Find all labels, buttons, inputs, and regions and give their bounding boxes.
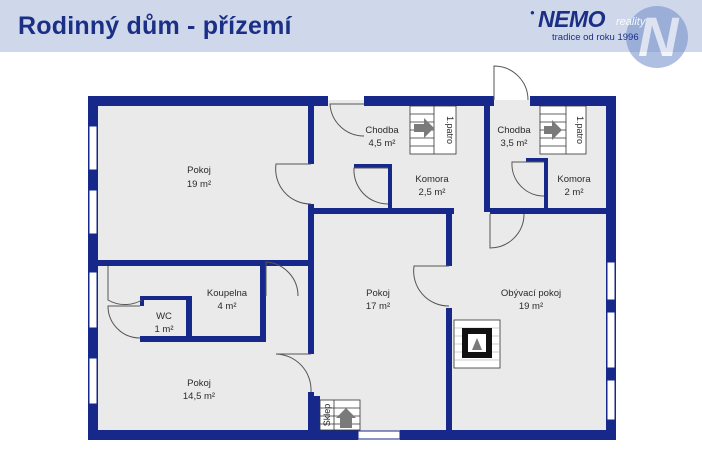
room-area-chodba-45: 4,5 m² [369,138,396,149]
logo-dot-icon: ● [530,8,535,17]
stairs-arrow-icon [544,120,562,140]
room-area-chodba-35: 3,5 m² [501,138,528,149]
room-name-obyvaci-pokoj: Obývací pokoj [501,288,561,299]
room-name-komora-25: Komora [415,174,449,185]
room-name-wc: WC [156,311,172,322]
room-area-pokoj-19: 19 m² [187,179,211,190]
stairs-label-right: 1.patro [575,116,585,144]
room-name-pokoj-17: Pokoj [366,288,390,299]
interior-walls [98,100,606,434]
logo-mark-icon: N [626,5,688,68]
room-area-koupelna: 4 m² [218,301,237,312]
logo-tagline: tradice od roku 1996 [552,32,639,43]
door-swing-icon [107,65,545,393]
floor-area [92,100,612,436]
fireplace-icon [453,319,501,369]
room-name-pokoj-19: Pokoj [187,165,211,176]
stairs-label-left: 1.patro [445,116,455,144]
room-area-pokoj-145: 14,5 m² [183,391,215,402]
room-name-pokoj-145: Pokoj [187,378,211,389]
windows [88,125,616,440]
room-area-obyvaci-pokoj: 19 m² [519,301,543,312]
room-area-wc: 1 m² [155,324,174,335]
room-name-koupelna: Koupelna [207,288,248,299]
header-bar: Rodinný dům - přízemí N ● NEMO reality t… [0,0,702,68]
stairs-arrow-icon [414,118,434,138]
room-area-pokoj-17: 17 m² [366,301,390,312]
room-name-chodba-45: Chodba [365,125,399,136]
stairs-label-cellar: Sklep [322,404,332,427]
page-title: Rodinný dům - přízemí [18,12,292,40]
logo-suffix: reality [616,16,646,28]
room-area-komora-2: 2 m² [565,187,584,198]
logo-name: NEMO [538,6,606,32]
company-logo: N ● NEMO reality tradice od roku 1996 [524,2,694,74]
room-name-komora-2: Komora [557,174,591,185]
room-area-komora-25: 2,5 m² [419,187,446,198]
stairs-right [539,105,587,155]
room-name-chodba-35: Chodba [497,125,531,136]
stairs-arrow-icon [336,408,356,428]
